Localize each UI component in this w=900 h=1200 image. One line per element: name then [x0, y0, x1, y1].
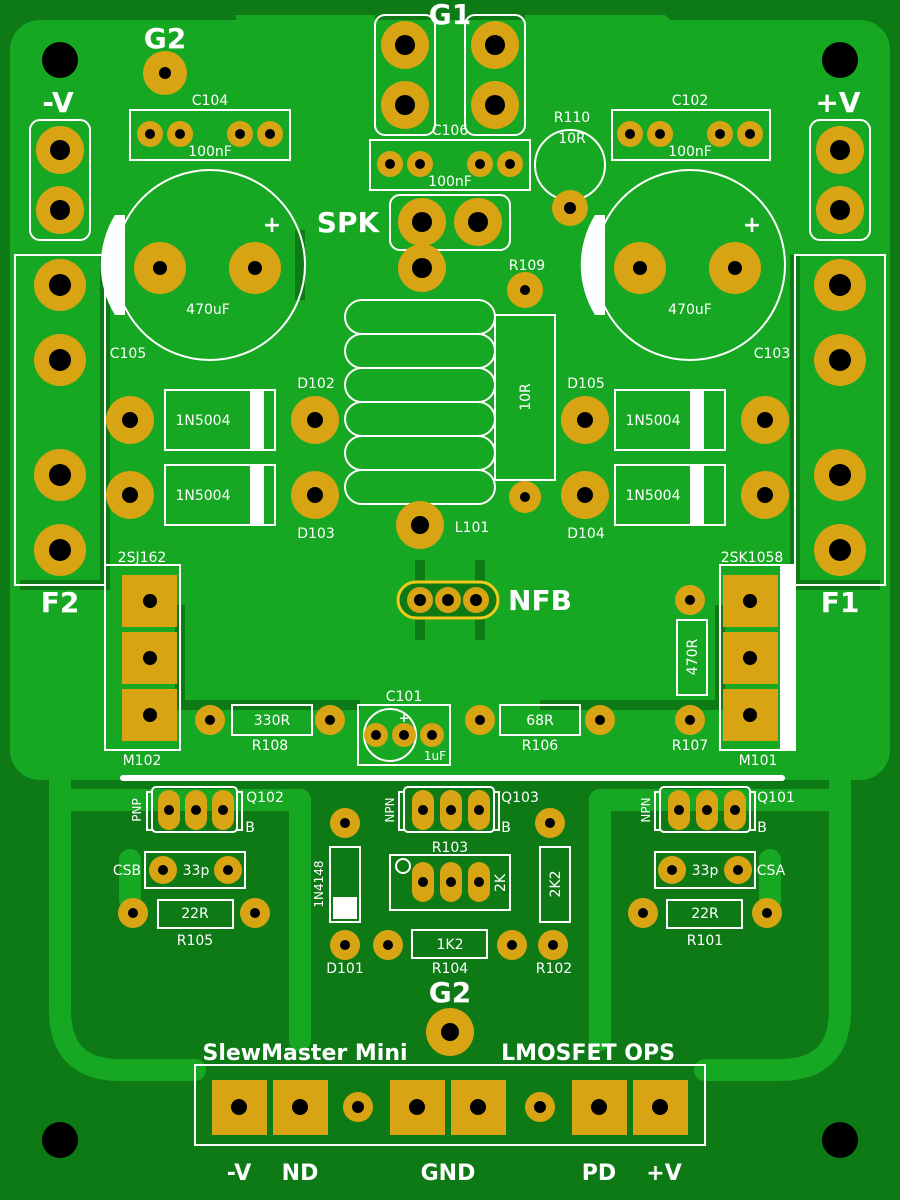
label-r107: R107: [672, 738, 708, 754]
label-q101: Q101: [757, 790, 795, 806]
value-c106: 100nF: [428, 174, 472, 190]
label-minus-v-top: -V: [42, 86, 74, 119]
value-d105: 1N5004: [625, 413, 680, 429]
conn-label-pd: PD: [582, 1161, 616, 1186]
value-r102: 2K2: [548, 871, 564, 898]
mounting-hole-tr: [822, 42, 858, 78]
value-r110: 10R: [558, 131, 586, 147]
value-r104: 1K2: [437, 937, 464, 953]
value-d102: 1N5004: [175, 413, 230, 429]
value-r106: 68R: [526, 713, 554, 729]
label-m102: M102: [123, 753, 162, 769]
label-npn-mid: NPN: [383, 797, 397, 822]
c101-plus: +: [399, 711, 409, 725]
value-c105: 470uF: [186, 302, 230, 318]
label-c102: C102: [672, 93, 709, 109]
label-d101: D101: [326, 961, 364, 977]
value-r109: 10R: [518, 383, 534, 411]
label-c101: C101: [386, 689, 423, 705]
conn-label-nd: ND: [282, 1161, 319, 1186]
value-d101: 1N4148: [312, 860, 326, 907]
label-f1: F1: [821, 586, 860, 619]
label-b-q103: B: [501, 820, 511, 836]
conn-label-gnd: GND: [421, 1161, 476, 1186]
label-r105: R105: [177, 933, 213, 949]
label-spk: SPK: [317, 206, 381, 239]
label-g2-bottom: G2: [429, 976, 471, 1009]
label-c106: C106: [432, 123, 469, 139]
copper-pours: [10, 15, 890, 780]
value-c102: 100nF: [668, 144, 712, 160]
label-q103: Q103: [501, 790, 539, 806]
label-d103: D103: [297, 526, 335, 542]
label-r110: R110: [554, 110, 590, 126]
value-r105: 22R: [181, 906, 209, 922]
label-b-q101: B: [757, 820, 767, 836]
label-m102-type: 2SJ162: [118, 550, 167, 566]
label-r104: R104: [432, 961, 469, 977]
value-c101: 1uF: [424, 749, 446, 763]
mounting-hole-tl: [42, 42, 78, 78]
traces: [49, 769, 851, 1081]
mounting-hole-bl: [42, 1122, 78, 1158]
label-csa: CSA: [757, 863, 786, 879]
label-d102: D102: [297, 376, 335, 392]
mounting-holes: [42, 42, 858, 1158]
cap-plus-left: +: [263, 213, 281, 238]
value-r101: 22R: [691, 906, 719, 922]
label-f2: F2: [41, 586, 80, 619]
value-csa: 33p: [692, 863, 719, 879]
label-c105: C105: [110, 346, 147, 362]
label-l101: L101: [455, 520, 490, 536]
cap-plus-right: +: [743, 213, 761, 238]
label-g1: G1: [429, 0, 471, 31]
silkscreen-text: G1 G2 -V +V C104 100nF C106 100nF C102 1…: [41, 0, 861, 1186]
conn-label-minus-v: -V: [227, 1161, 252, 1186]
label-csb: CSB: [113, 863, 141, 879]
label-c103: C103: [754, 346, 791, 362]
mounting-hole-br: [822, 1122, 858, 1158]
board-title-right: LMOSFET OPS: [501, 1041, 675, 1066]
label-m101-type: 2SK1058: [721, 550, 784, 566]
value-r107: 470R: [685, 639, 701, 676]
label-m101: M101: [739, 753, 778, 769]
conn-label-plus-v: +V: [646, 1161, 681, 1186]
label-nfb: NFB: [508, 584, 572, 617]
value-c104: 100nF: [188, 144, 232, 160]
label-r106: R106: [522, 738, 559, 754]
label-plus-v-top: +V: [815, 86, 860, 119]
label-npn-right: NPN: [639, 797, 653, 822]
value-csb: 33p: [183, 863, 210, 879]
label-r103: R103: [432, 840, 468, 856]
value-d104: 1N5004: [625, 488, 680, 504]
label-r108: R108: [252, 738, 288, 754]
divider-line: [120, 775, 785, 781]
label-r101: R101: [687, 933, 723, 949]
value-r108: 330R: [254, 713, 291, 729]
label-q102: Q102: [246, 790, 284, 806]
label-r102: R102: [536, 961, 572, 977]
drill-holes: [49, 35, 851, 1115]
label-b-q102: B: [245, 820, 255, 836]
value-r103: 2K: [493, 873, 509, 892]
value-d103: 1N5004: [175, 488, 230, 504]
label-r109: R109: [509, 258, 545, 274]
value-c103: 470uF: [668, 302, 712, 318]
label-c104: C104: [192, 93, 229, 109]
silk-fills: [100, 215, 795, 919]
label-d105: D105: [567, 376, 605, 392]
label-d104: D104: [567, 526, 605, 542]
board-title-left: SlewMaster Mini: [202, 1041, 407, 1066]
label-g2-top: G2: [144, 22, 186, 55]
transistor-brackets: [146, 791, 756, 831]
label-pnp: PNP: [130, 798, 144, 821]
